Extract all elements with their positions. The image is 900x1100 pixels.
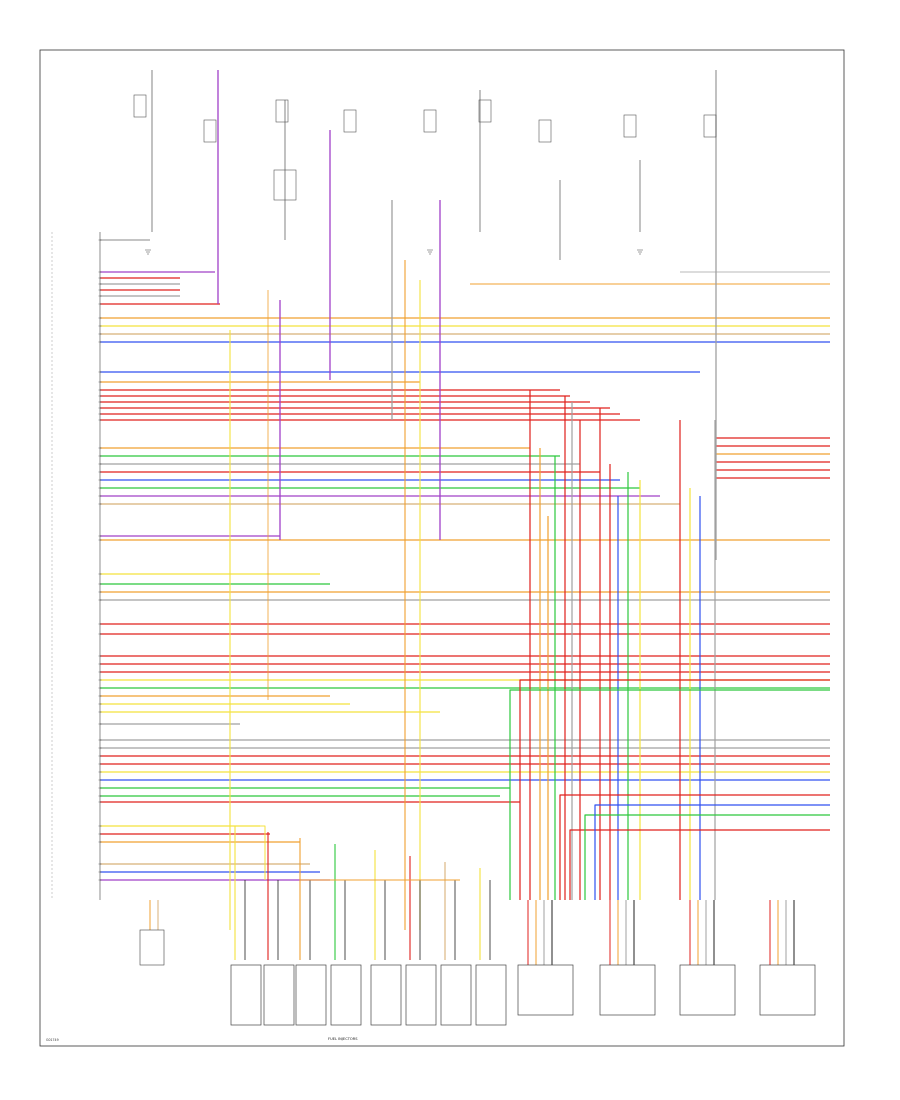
fuel-injector xyxy=(405,964,437,1026)
component-layer xyxy=(51,94,816,1026)
relay-symbol xyxy=(538,119,552,143)
relay-symbol xyxy=(203,119,217,143)
diagram-frame xyxy=(39,49,845,1047)
fuel-injector xyxy=(330,964,362,1026)
relay-symbol xyxy=(623,114,637,138)
injector-common-wire xyxy=(299,864,460,881)
footer-code: G01749 xyxy=(46,1038,59,1042)
fuel-injector xyxy=(263,964,295,1026)
wire-layer xyxy=(100,70,830,965)
relay-symbol xyxy=(423,109,437,133)
lower-loop-wire xyxy=(559,794,830,900)
oxygen-sensor xyxy=(679,964,736,1016)
lower-loop-wire xyxy=(519,679,830,900)
lower-loop-wire xyxy=(509,689,830,900)
oxygen-sensor xyxy=(759,964,816,1016)
relay-symbol xyxy=(343,109,357,133)
fuel-injector xyxy=(295,964,327,1026)
relay-symbol xyxy=(133,94,147,118)
fuel-pump-relay-symbol xyxy=(273,169,297,201)
fuel-injector xyxy=(230,964,262,1026)
lower-loop-wire xyxy=(594,804,830,900)
relay-symbol xyxy=(478,99,492,123)
fuel-injector xyxy=(370,964,402,1026)
injector-wire xyxy=(230,825,266,880)
oxygen-sensor xyxy=(599,964,656,1016)
relay-symbol xyxy=(275,99,289,123)
ground-symbol xyxy=(427,249,433,255)
ground-symbol xyxy=(637,249,643,255)
ground-symbol xyxy=(145,249,151,255)
lower-loop-wire xyxy=(569,829,830,900)
left-sensor xyxy=(139,929,165,966)
lower-loop-wire xyxy=(584,814,830,900)
oxygen-sensor xyxy=(517,964,574,1016)
fuel-injectors-label: FUEL INJECTORS xyxy=(328,1037,358,1041)
fuel-injector xyxy=(440,964,472,1026)
relay-symbol xyxy=(703,114,717,138)
fuel-injector xyxy=(475,964,507,1026)
